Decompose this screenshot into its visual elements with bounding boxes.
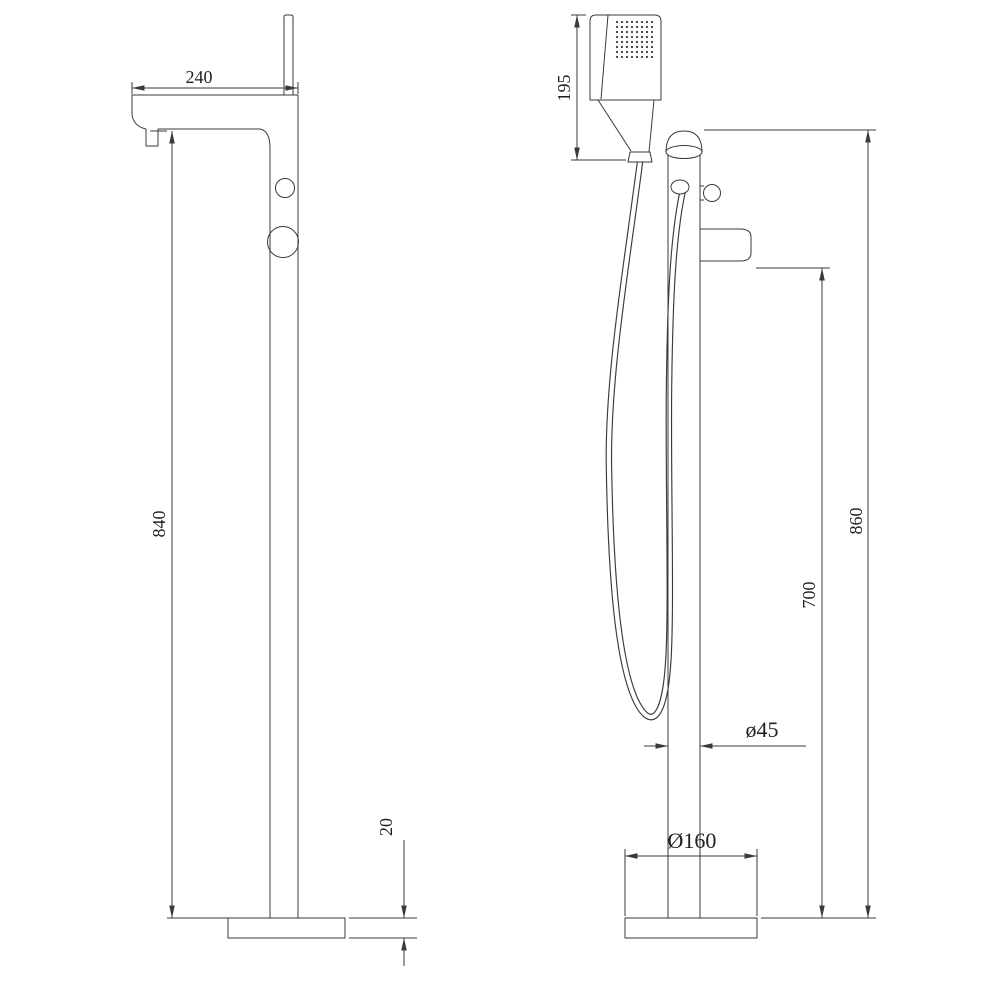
dim-label-195: 195 <box>554 75 574 102</box>
dim-label-240: 240 <box>186 67 213 87</box>
handshower-grip-left <box>597 99 632 152</box>
dim-label-700: 700 <box>799 582 819 609</box>
dim-label-45: ø45 <box>746 717 779 742</box>
shower-hose-inner <box>606 161 686 720</box>
spray-face-dots <box>614 19 654 58</box>
handshower-hose-nut <box>627 151 653 163</box>
spout-outlet-nub <box>145 129 159 147</box>
mixer-handle-front <box>699 228 752 262</box>
spout-cap-outlet <box>665 145 703 159</box>
spout-underside-and-column-left <box>158 128 271 918</box>
side-view-faucet <box>131 14 346 939</box>
control-knob-side <box>267 226 299 258</box>
base-plate-front <box>624 917 758 939</box>
handshower-grip-right <box>648 99 655 153</box>
dim-label-840: 840 <box>149 511 169 538</box>
diverter-knob-front <box>703 184 721 202</box>
hose-connector-nut <box>670 179 690 195</box>
dim-label-860: 860 <box>846 508 866 535</box>
front-view-dimensions: 195 860 700 ø45 Ø160 <box>554 14 876 919</box>
side-view-dimensions: 240 840 20 <box>131 67 417 966</box>
dim-label-160: Ø160 <box>668 828 717 853</box>
handshower-face-edge <box>600 14 609 100</box>
spout-head-outline <box>131 94 298 130</box>
diverter-button-side <box>275 178 295 198</box>
front-view-faucet <box>589 14 758 939</box>
dim-label-20: 20 <box>376 818 396 836</box>
lever-rod <box>283 14 294 95</box>
base-plate-side <box>227 917 346 939</box>
